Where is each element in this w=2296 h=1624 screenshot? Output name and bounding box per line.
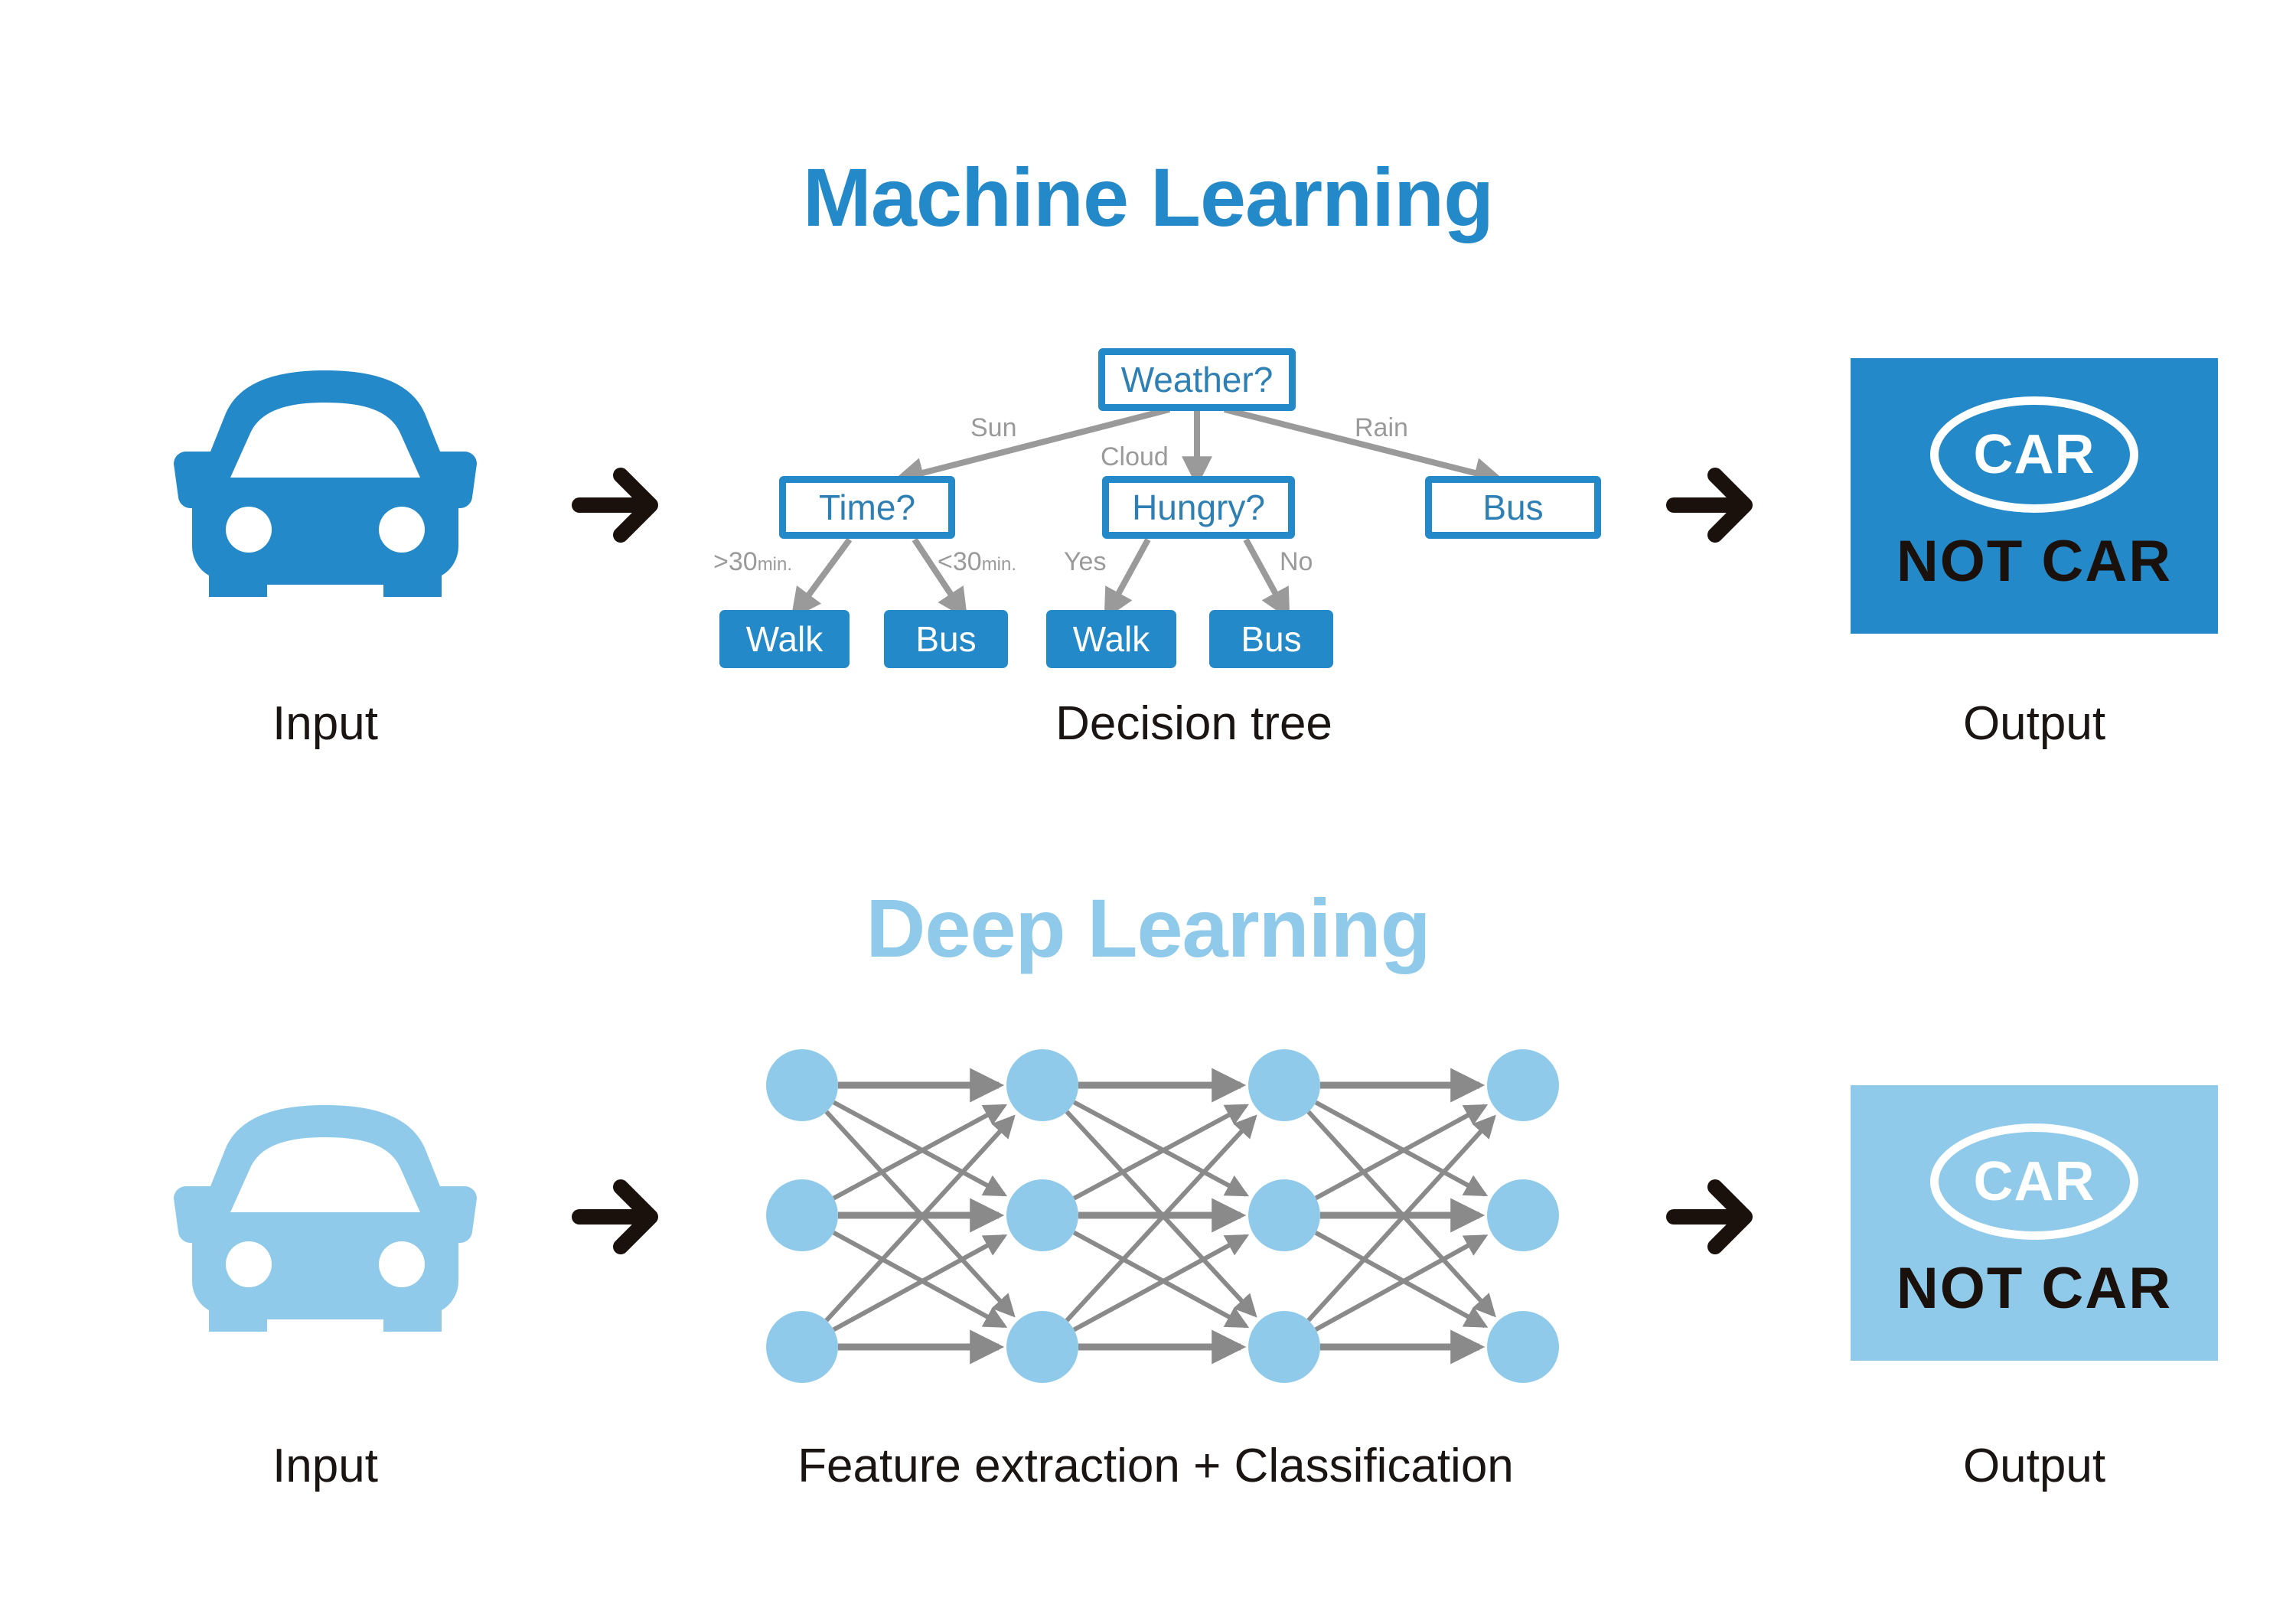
- nn-edge: [1072, 1230, 1250, 1329]
- tree-node-bus-rain[interactable]: Bus: [1425, 476, 1601, 539]
- tree-edge-label-lt30: <30min.: [938, 547, 1016, 577]
- nn-node[interactable]: [1006, 1311, 1078, 1383]
- tree-node-label: Bus: [915, 619, 977, 659]
- edge-label-text: Cloud: [1101, 442, 1169, 471]
- tree-leaf-bus-1[interactable]: Bus: [884, 610, 1008, 668]
- tree-edge-label-sun: Sun: [970, 413, 1017, 443]
- nn-node[interactable]: [766, 1179, 838, 1251]
- nn-edges: [824, 1068, 1496, 1365]
- tree-node-label: Hungry?: [1132, 488, 1265, 527]
- car-badge: CAR: [1930, 1123, 2138, 1240]
- tree-node-hungry[interactable]: Hungry?: [1102, 476, 1295, 539]
- nn-edge: [832, 1100, 1008, 1197]
- nn-node[interactable]: [1248, 1049, 1320, 1121]
- nn-edge: [824, 1114, 1016, 1322]
- arrow-right-icon: [1665, 1175, 1764, 1259]
- deep-learning-title: Deep Learning: [866, 882, 1430, 974]
- edge-label-text: Rain: [1355, 413, 1408, 442]
- tree-node-weather[interactable]: Weather?: [1098, 348, 1296, 411]
- nn-edge: [1072, 1104, 1250, 1201]
- tree-node-label: Walk: [1072, 619, 1150, 659]
- tree-leaf-walk-2[interactable]: Walk: [1046, 610, 1176, 668]
- machine-learning-title: Machine Learning: [802, 151, 1494, 243]
- nn-node[interactable]: [766, 1049, 838, 1121]
- tree-node-label: Walk: [745, 619, 823, 659]
- ml-middle-label: Decision tree: [1055, 697, 1332, 750]
- nn-edge: [1314, 1234, 1489, 1332]
- nn-edge: [1072, 1234, 1250, 1332]
- tree-node-label: Bus: [1241, 619, 1302, 659]
- tree-edge-label-cloud: Cloud: [1101, 442, 1169, 472]
- nn-edge: [1306, 1114, 1496, 1322]
- nn-node[interactable]: [1248, 1179, 1320, 1251]
- arrow-right-icon: [570, 463, 670, 547]
- tree-node-label: Bus: [1482, 488, 1544, 527]
- dl-output-label: Output: [1962, 1440, 2106, 1492]
- arrow-right-icon: [570, 1175, 670, 1259]
- nn-edge: [1314, 1231, 1489, 1329]
- dl-middle-label: Feature extraction + Classification: [797, 1440, 1514, 1492]
- edge-label-text: Sun: [970, 413, 1017, 442]
- nn-node[interactable]: [1487, 1311, 1559, 1383]
- nn-edge: [832, 1104, 1008, 1201]
- not-car-label: NOT CAR: [1896, 529, 2173, 594]
- edge-label-text: Yes: [1064, 547, 1107, 576]
- edge-label-text: No: [1280, 547, 1313, 576]
- ml-input-label: Input: [272, 697, 378, 750]
- edge-label-unit: min.: [981, 554, 1017, 575]
- ml-output-panel: CAR NOT CAR: [1851, 358, 2218, 634]
- car-badge-label: CAR: [1973, 424, 2095, 485]
- dl-input-label: Input: [272, 1440, 378, 1492]
- car-front-icon: [165, 1094, 486, 1342]
- tree-edge-label-no: No: [1280, 547, 1313, 577]
- tree-node-time[interactable]: Time?: [779, 476, 955, 539]
- car-badge: CAR: [1930, 396, 2138, 513]
- nn-edge: [832, 1234, 1008, 1332]
- not-car-label: NOT CAR: [1896, 1256, 2173, 1321]
- nn-node[interactable]: [1487, 1179, 1559, 1251]
- arrow-right-icon: [1665, 463, 1764, 547]
- nn-node[interactable]: [1006, 1179, 1078, 1251]
- nn-edge: [1072, 1100, 1250, 1197]
- nn-edge: [832, 1230, 1008, 1329]
- nn-node[interactable]: [1006, 1049, 1078, 1121]
- tree-leaf-walk-1[interactable]: Walk: [719, 610, 850, 668]
- edge-label-text: >30: [713, 547, 758, 576]
- car-badge-label: CAR: [1973, 1151, 2095, 1212]
- dl-output-panel: CAR NOT CAR: [1851, 1085, 2218, 1361]
- edge-label-text: <30: [938, 547, 982, 576]
- tree-edge-label-yes: Yes: [1064, 547, 1106, 577]
- nn-node[interactable]: [1487, 1049, 1559, 1121]
- car-front-icon: [165, 360, 486, 608]
- ml-output-label: Output: [1962, 697, 2106, 750]
- nn-edge: [1065, 1114, 1257, 1322]
- tree-edge-label-gt30: >30min.: [713, 547, 792, 577]
- tree-node-label: Time?: [818, 488, 916, 527]
- tree-edge-label-rain: Rain: [1355, 413, 1408, 443]
- nn-node[interactable]: [1248, 1311, 1320, 1383]
- edge-label-unit: min.: [757, 554, 793, 575]
- nn-edge: [1314, 1104, 1489, 1201]
- tree-node-label: Weather?: [1120, 360, 1274, 399]
- tree-leaf-bus-2[interactable]: Bus: [1209, 610, 1333, 668]
- nn-node[interactable]: [766, 1311, 838, 1383]
- nn-edge: [1314, 1100, 1489, 1197]
